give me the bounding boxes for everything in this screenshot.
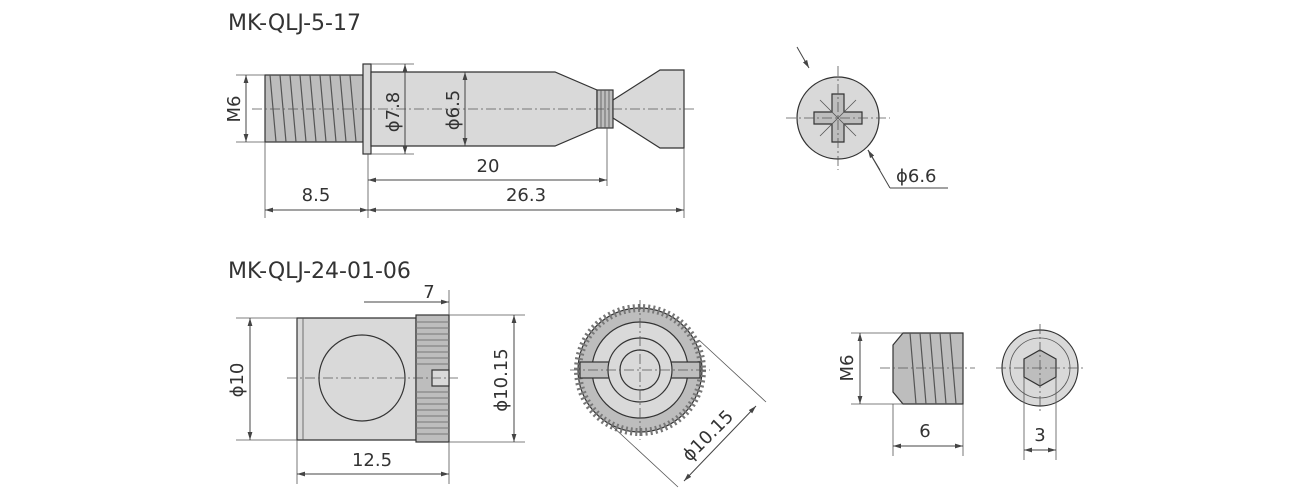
cam-nut-knurl-lines	[416, 321, 449, 435]
bolt-dim-thread-length: 8.5	[265, 185, 368, 213]
cam-nut-dim-length: 12.5	[296, 440, 450, 484]
bolt-dim-thread-label: M6	[224, 96, 245, 123]
insert-dim-length-label: 6	[919, 421, 930, 442]
insert-dim-hex-label: 3	[1034, 425, 1045, 446]
cam-nut-side-view	[287, 314, 458, 443]
bolt-dim-shank: ϕ6.5	[443, 72, 468, 146]
cam-nut-group: MK-QLJ-24-01-06 7 ϕ10 ϕ	[227, 259, 767, 488]
cam-nut-dim-length-label: 12.5	[352, 450, 392, 471]
insert-dim-hex: 3	[1023, 377, 1057, 460]
insert-side-view	[880, 332, 975, 405]
cam-nut-dim-end-diameter-label: ϕ10.15	[678, 406, 738, 466]
cam-nut-dim-knurl-width-label: 7	[423, 282, 434, 303]
bolt-head-end-view: ϕ6.6	[786, 46, 948, 189]
bolt-dim-collar-label: ϕ7.8	[383, 92, 404, 133]
insert-dim-length: 6	[892, 404, 964, 456]
cam-nut-dim-knurl-width: 7	[364, 282, 450, 315]
cam-nut-end-view: ϕ10.15	[570, 300, 767, 488]
insert-dim-thread: M6	[837, 332, 903, 405]
cam-nut-title: MK-QLJ-24-01-06	[228, 259, 411, 284]
cam-nut-dim-body-diameter: ϕ10	[227, 317, 297, 441]
cam-nut-dim-knurl-diameter-label: ϕ10.15	[491, 348, 512, 411]
bolt-thread-body	[264, 74, 364, 143]
bolt-thread-lines	[269, 74, 357, 143]
bolt-dim-thread-length-label: 8.5	[302, 185, 331, 206]
cam-nut-dim-knurl-diameter: ϕ10.15	[449, 314, 525, 443]
bolt-dim-shank-length: 20	[368, 156, 607, 183]
insert-dim-thread-label: M6	[837, 355, 858, 382]
bolt-dim-overall-length-label: 26.3	[506, 185, 546, 206]
bolt-dim-overall-length: 26.3	[368, 185, 684, 213]
bolt-dim-shank-label: ϕ6.5	[443, 90, 464, 131]
cam-nut-dim-body-diameter-label: ϕ10	[227, 363, 248, 398]
bolt-dim-collar: ϕ7.8	[371, 63, 414, 155]
bolt-dim-shank-length-label: 20	[477, 156, 500, 177]
insert-group: M6 6 3	[837, 324, 1084, 460]
bolt-side-view	[252, 63, 696, 155]
bolt-dim-thread: M6	[224, 74, 265, 143]
insert-thread-lines	[909, 332, 957, 405]
insert-end-view	[996, 324, 1084, 412]
bolt-title: MK-QLJ-5-17	[228, 11, 361, 36]
bolt-dim-head-label: ϕ6.6	[896, 166, 937, 187]
bolt-group: MK-QLJ-5-17 M6	[224, 11, 948, 218]
